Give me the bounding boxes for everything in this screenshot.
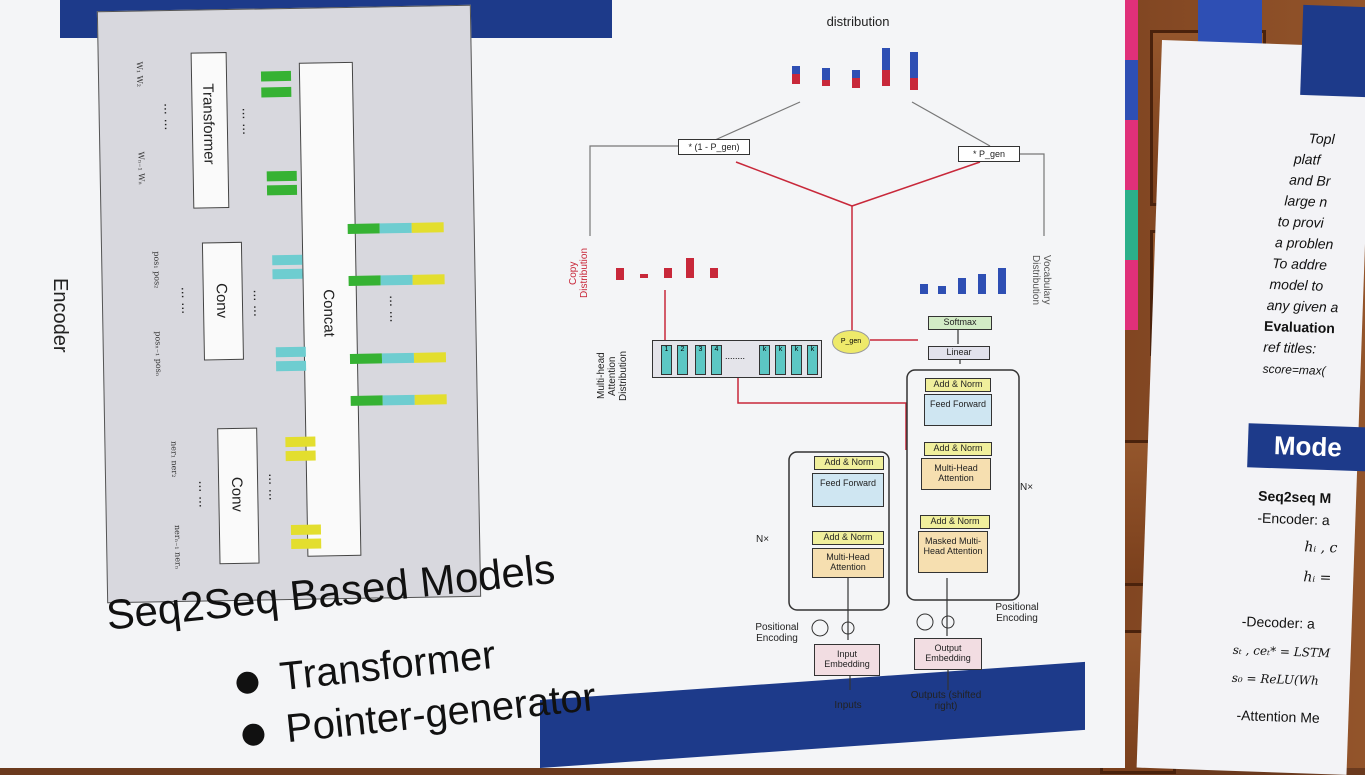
- right-poster-line: a problen: [1274, 234, 1334, 253]
- nx-label: N×: [1020, 482, 1034, 493]
- one-minus-pgen-box: * (1 - P_gen): [678, 139, 750, 155]
- decoder-add-norm: Add & Norm: [925, 378, 991, 392]
- input-embedding-box: Input Embedding: [814, 644, 880, 676]
- attention-cell: 1: [661, 345, 672, 375]
- encoder-feed-forward: Feed Forward: [812, 473, 884, 507]
- positional-encoding-label: Positional Encoding: [755, 622, 799, 644]
- right-poster-line: large n: [1284, 192, 1328, 210]
- output-embedding-box: Output Embedding: [914, 638, 982, 670]
- attention-cell: k: [775, 345, 786, 375]
- linear-box: Linear: [928, 346, 990, 360]
- ellipsis: ........: [725, 351, 746, 361]
- decoder-feed-forward: Feed Forward: [924, 394, 992, 426]
- equation: sₜ , ceₜ* = LSTM: [1232, 642, 1331, 661]
- right-poster-line: To addre: [1272, 254, 1328, 273]
- vocabulary-distribution-bars: [918, 266, 1018, 296]
- right-poster-line: ref titles:: [1263, 338, 1317, 357]
- distribution-label: distribution: [826, 14, 890, 29]
- encoder-add-norm: Add & Norm: [812, 531, 884, 545]
- encoder-add-norm: Add & Norm: [814, 456, 884, 470]
- attention-cell: 4: [711, 345, 722, 375]
- inputs-label: Inputs: [834, 700, 862, 711]
- copy-distribution-label: Copy Distribution: [568, 247, 590, 299]
- vocabulary-distribution-label: Vocabulary Distribution: [1030, 254, 1052, 306]
- outputs-label: Outputs (shifted right): [910, 690, 982, 712]
- right-poster-line: to provi: [1277, 213, 1324, 231]
- pgen-node: P_gen: [832, 330, 870, 354]
- attention-distribution-cells: 1 2 3 4 ........ k k k k: [652, 340, 822, 378]
- masked-multi-head-attention: Masked Multi-Head Attention: [918, 531, 988, 573]
- encoder-multi-head-attention: Multi-Head Attention: [812, 548, 884, 578]
- softmax-box: Softmax: [928, 316, 992, 330]
- right-poster-line: score=max(: [1262, 361, 1326, 378]
- equation: s₀ = ReLU(Wh: [1231, 670, 1319, 688]
- copy-distribution-bars: [612, 254, 722, 284]
- pgen-mult-box: * P_gen: [958, 146, 1020, 162]
- decoder-line: -Decoder: a: [1241, 613, 1316, 632]
- right-poster-line: platf: [1293, 150, 1321, 168]
- right-poster-line: Evaluation: [1263, 317, 1336, 337]
- right-poster-banner: [1300, 4, 1365, 98]
- attention-line: -Attention Me: [1236, 707, 1320, 726]
- right-poster-line: model to: [1269, 275, 1324, 294]
- attention-cell: k: [807, 345, 818, 375]
- decoder-multi-head-attention: Multi-Head Attention: [921, 458, 991, 490]
- diagram-connectors: [589, 101, 1045, 690]
- attention-cell: 2: [677, 345, 688, 375]
- mha-distribution-label: Multi-head Attention Distribution: [596, 350, 629, 402]
- attention-cell: 3: [695, 345, 706, 375]
- right-poster-line: and Br: [1288, 171, 1331, 189]
- sub-heading: Seq2seq M: [1257, 487, 1332, 507]
- equation: hᵢ =: [1303, 569, 1332, 587]
- final-distribution-bars: [790, 38, 920, 94]
- attention-cell: k: [791, 345, 802, 375]
- positional-encoding-label: Positional Encoding: [995, 602, 1039, 624]
- decoder-add-norm: Add & Norm: [920, 515, 990, 529]
- decoder-add-norm: Add & Norm: [924, 442, 992, 456]
- encoder-label: Encoder: [49, 278, 71, 353]
- section-heading: Mode: [1247, 423, 1365, 472]
- right-poster-line: Topl: [1308, 130, 1335, 148]
- nx-label: N×: [756, 534, 770, 545]
- right-poster-line: any given a: [1266, 296, 1339, 316]
- encoder-line: -Encoder: a: [1257, 509, 1330, 529]
- equation: hᵢ , c: [1304, 539, 1338, 557]
- right-poster: Topl platf and Br large n to provi a pro…: [1136, 4, 1365, 775]
- attention-cell: k: [759, 345, 770, 375]
